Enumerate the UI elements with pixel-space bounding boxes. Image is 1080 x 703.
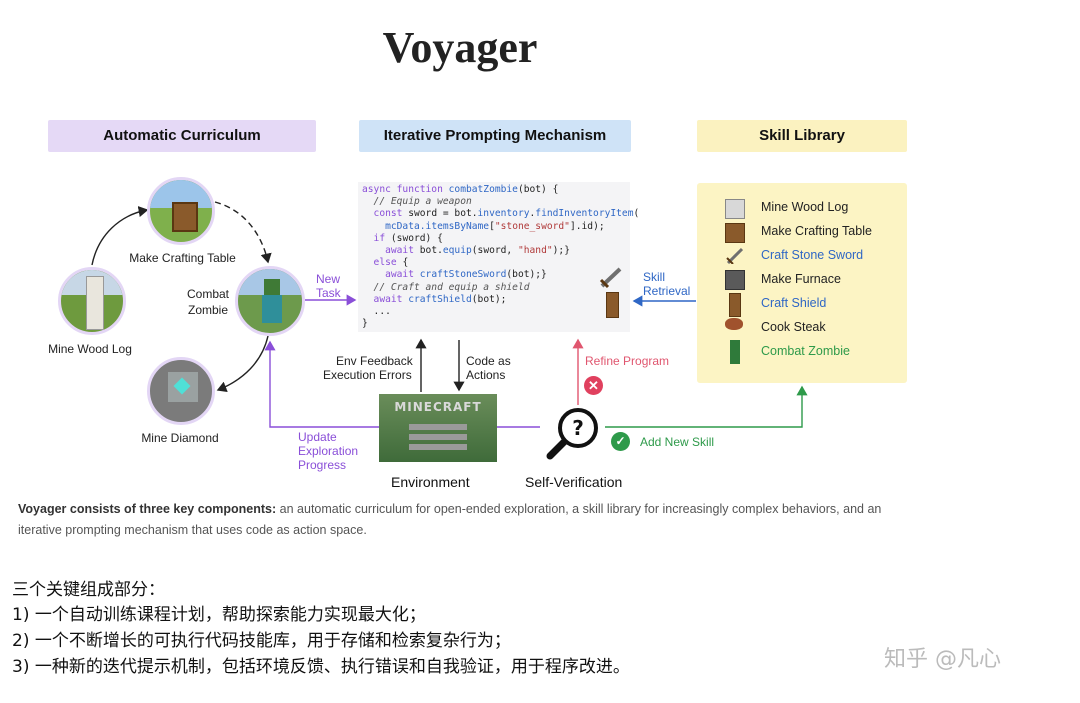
label-refine-program: Refine Program	[585, 354, 670, 368]
header-iterative-prompting: Iterative Prompting Mechanism	[359, 120, 631, 152]
label-combat: Combat	[186, 287, 230, 301]
label-exploration: Exploration	[298, 444, 359, 458]
header-automatic-curriculum: Automatic Curriculum	[48, 120, 316, 152]
skill-item: Craft Stone Sword	[761, 248, 864, 262]
furnace-icon	[725, 270, 745, 290]
wood-log-image	[58, 267, 126, 335]
caption-text: an automatic curriculum for open-ended e…	[18, 502, 882, 537]
crafting-table-icon	[725, 223, 745, 243]
stone-sword-icon	[726, 247, 743, 264]
skill-library-panel: Mine Wood Log Make Crafting Table Craft …	[697, 183, 907, 383]
zh-line-3: 3) 一种新的迭代提示机制，包括环境反馈、执行错误和自我验证，用于程序改进。	[12, 657, 630, 677]
label-code-as: Code as	[466, 354, 511, 368]
svg-text:?: ?	[572, 416, 584, 440]
label-environment: Environment	[391, 474, 470, 490]
skill-item: Craft Shield	[761, 296, 827, 310]
shield-icon	[729, 293, 741, 317]
code-block: async function combatZombie(bot) { // Eq…	[358, 182, 639, 332]
arrow-add-skill	[605, 385, 808, 428]
diamond-image	[147, 357, 215, 425]
label-task: Task	[316, 286, 341, 300]
figure-caption: Voyager consists of three key components…	[18, 499, 918, 541]
label-skill: Skill	[643, 270, 666, 284]
crafting-table-image	[147, 177, 215, 245]
label-make-crafting-table: Make Crafting Table	[129, 251, 236, 265]
label-actions: Actions	[466, 368, 506, 382]
header-skill-library: Skill Library	[697, 120, 907, 152]
label-retrieval: Retrieval	[643, 284, 691, 298]
label-new: New	[316, 272, 341, 286]
label-env-feedback: Env Feedback	[336, 354, 413, 368]
arrow-zombie-to-diamond	[216, 335, 269, 393]
label-mine-wood-log: Mine Wood Log	[48, 342, 132, 356]
sword-icon	[599, 267, 622, 289]
check-icon: ✓	[611, 432, 630, 451]
label-execution-errors: Execution Errors	[323, 368, 412, 382]
arrow-table-to-zombie	[214, 201, 272, 264]
error-x-icon: ✕	[584, 376, 603, 395]
minecraft-screen-image: MINECRAFT	[379, 394, 497, 462]
combat-zombie-image	[235, 266, 305, 336]
skill-item: Mine Wood Log	[761, 200, 849, 214]
label-mine-diamond: Mine Diamond	[141, 431, 219, 445]
label-add-new-skill: Add New Skill	[640, 435, 715, 449]
skill-item: Cook Steak	[761, 320, 826, 334]
label-update: Update	[298, 430, 337, 444]
minecraft-logo: MINECRAFT	[394, 400, 482, 414]
skill-item: Make Furnace	[761, 272, 841, 286]
magnifier-question-icon: ?	[546, 408, 598, 460]
label-zombie: Zombie	[187, 303, 228, 317]
label-progress: Progress	[298, 458, 347, 472]
skill-item: Combat Zombie	[761, 344, 850, 358]
zh-heading: 三个关键组成部分：	[12, 580, 165, 600]
label-self-verification: Self-Verification	[525, 474, 623, 490]
skill-item: Make Crafting Table	[761, 224, 872, 238]
zh-line-2: 2) 一个不断增长的可执行代码技能库，用于存储和检索复杂行为；	[12, 631, 511, 651]
steak-icon	[725, 318, 743, 330]
wood-log-icon	[725, 199, 745, 219]
shield-icon	[606, 292, 619, 318]
arrow-log-to-table	[91, 206, 149, 266]
caption-bold: Voyager consists of three key components…	[18, 502, 277, 516]
page-title: Voyager	[382, 23, 538, 72]
zombie-icon	[730, 340, 740, 364]
watermark: 知乎 @凡心	[884, 647, 1001, 672]
zh-line-1: 1) 一个自动训练课程计划，帮助探索能力实现最大化；	[12, 605, 426, 625]
